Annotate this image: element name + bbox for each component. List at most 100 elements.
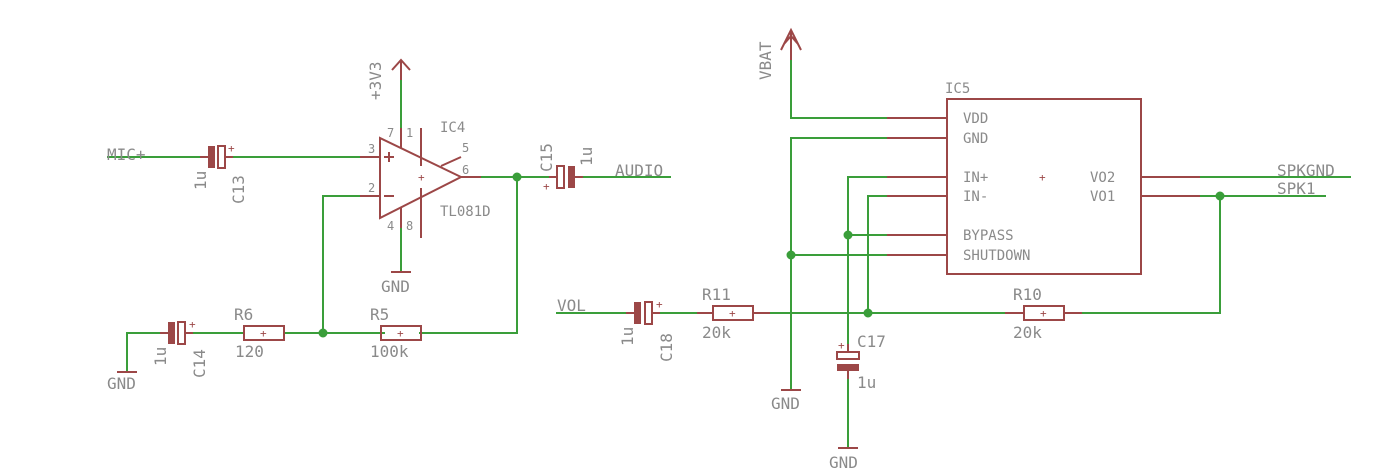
- junction-dot: [1215, 191, 1225, 201]
- r11-ref: R11: [702, 285, 731, 304]
- capacitor-c18[interactable]: + 1u C18: [618, 298, 676, 362]
- wire-r5-out: [419, 176, 518, 334]
- gnd-symbol-c14[interactable]: GND: [107, 371, 137, 393]
- c18-ref: C18: [657, 333, 676, 362]
- junction-dot: [863, 308, 873, 318]
- net-spk1-label[interactable]: SPK1: [1277, 179, 1316, 198]
- ic5-pin-bypass: BYPASS: [963, 228, 1014, 244]
- ic5-pin-shutdown: SHUTDOWN: [963, 248, 1030, 264]
- c17-plate-open: [836, 351, 860, 360]
- ic5-pin-inminus: IN-: [963, 189, 988, 205]
- wire-r10-out: [1081, 195, 1221, 314]
- junction-dot: [512, 172, 522, 182]
- r5-body: [380, 325, 422, 341]
- c14-plate-solid: [168, 322, 175, 344]
- opamp-part: TL081D: [440, 204, 491, 220]
- supply-3v3[interactable]: +3V3: [366, 58, 411, 100]
- supply-vbat[interactable]: VBAT: [756, 27, 802, 80]
- ic5-pin-vo2: VO2: [1090, 170, 1115, 186]
- c18-plate-solid: [634, 302, 641, 324]
- net-spkgnd-label[interactable]: SPKGND: [1277, 161, 1335, 180]
- c15-plate-solid: [568, 166, 575, 188]
- c15-plus: +: [543, 180, 550, 193]
- junctions: [318, 172, 1225, 338]
- c17-plate-solid: [837, 364, 859, 371]
- c14-value: 1u: [151, 347, 170, 366]
- opamp-pin-4: 4: [387, 219, 394, 233]
- c14-plus: +: [189, 318, 196, 331]
- c14-ref: C14: [190, 349, 209, 378]
- junction-dot: [843, 230, 853, 240]
- r10-ref: R10: [1013, 285, 1042, 304]
- net-mic-label[interactable]: MIC+: [107, 145, 146, 164]
- c13-ref: C13: [229, 175, 248, 204]
- ic5-ref: IC5: [945, 81, 970, 97]
- opamp-origin: +: [418, 171, 425, 184]
- net-3v3-label: +3V3: [366, 61, 385, 100]
- wire-inminus: [867, 195, 888, 314]
- r6-value: 120: [235, 342, 264, 361]
- c15-value: 1u: [577, 147, 596, 166]
- opamp-pin-7: 7: [387, 126, 394, 140]
- gnd-label: GND: [829, 453, 858, 472]
- opamp-pins: [360, 128, 481, 238]
- c17-value: 1u: [857, 373, 876, 392]
- wire-gnd1: [126, 332, 169, 373]
- junction-dot: [318, 328, 328, 338]
- r5-value: 100k: [370, 342, 409, 361]
- opamp-plus-sign: [384, 152, 394, 162]
- gnd-symbol-opamp[interactable]: GND: [381, 271, 411, 296]
- arrow-up-icon: [391, 58, 411, 80]
- c18-plate-open: [644, 301, 653, 325]
- opamp-ic4[interactable]: + IC4 TL081D 7 1 5 3 6 2 4 8: [360, 120, 491, 238]
- opamp-pin-8: 8: [406, 219, 413, 233]
- c13-plus: +: [228, 142, 235, 155]
- c13-plate-open: [217, 145, 226, 169]
- c14-plate-open: [177, 321, 186, 345]
- r6-ref: R6: [234, 305, 253, 324]
- net-vol-label[interactable]: VOL: [557, 296, 586, 315]
- ic5-origin: +: [1039, 171, 1046, 184]
- opamp-pin-1: 1: [406, 126, 413, 140]
- wires: [107, 57, 1351, 449]
- gnd-label: GND: [381, 277, 410, 296]
- r11-value: 20k: [702, 323, 731, 342]
- capacitor-c17[interactable]: + C17 1u: [836, 332, 886, 392]
- r11-origin: +: [729, 307, 736, 320]
- ic5-pin-stubs: [887, 117, 1200, 256]
- capacitor-c13[interactable]: + 1u C13: [191, 142, 248, 204]
- wire-ic5-gnd: [790, 137, 888, 391]
- r10-origin: +: [1040, 307, 1047, 320]
- c13-plate-solid: [208, 146, 215, 168]
- resistor-r6[interactable]: + R6 120: [234, 305, 285, 361]
- opamp-pin-6: 6: [462, 163, 469, 177]
- capacitor-c15[interactable]: + C15 1u: [537, 143, 596, 193]
- c17-plus: +: [838, 339, 845, 352]
- ic5-pin-inplus: IN+: [963, 170, 988, 186]
- c15-plate-open: [556, 165, 565, 189]
- junction-dot: [786, 250, 796, 260]
- opamp-pin-5: 5: [462, 141, 469, 155]
- ic5-pin-vdd: VDD: [963, 111, 988, 127]
- gnd-symbol-ic5[interactable]: GND: [771, 389, 801, 413]
- gnd-symbol-c17[interactable]: GND: [829, 447, 858, 472]
- c18-value: 1u: [618, 327, 637, 346]
- amp-ic5[interactable]: IC5 + VDD GND IN+ IN- BYPASS SHUTDOWN VO…: [887, 81, 1200, 275]
- r5-ref: R5: [370, 305, 389, 324]
- r5-origin: +: [397, 327, 404, 340]
- ic5-body: [946, 98, 1142, 275]
- net-audio-label[interactable]: AUDIO: [615, 161, 663, 180]
- gnd-label: GND: [107, 374, 136, 393]
- capacitor-c14[interactable]: + 1u C14: [151, 318, 209, 378]
- c15-ref: C15: [537, 143, 556, 172]
- ic5-pin-gnd: GND: [963, 131, 988, 147]
- resistor-r10[interactable]: + R10 20k: [1005, 285, 1082, 342]
- net-vbat-label: VBAT: [756, 41, 775, 80]
- resistor-r11[interactable]: + R11 20k: [697, 285, 770, 342]
- opamp-pin-2: 2: [368, 181, 375, 195]
- resistor-r5[interactable]: + R5 100k: [370, 305, 422, 361]
- opamp-ref: IC4: [440, 120, 465, 136]
- ic5-pin-vo1: VO1: [1090, 189, 1115, 205]
- c18-plus: +: [656, 298, 663, 311]
